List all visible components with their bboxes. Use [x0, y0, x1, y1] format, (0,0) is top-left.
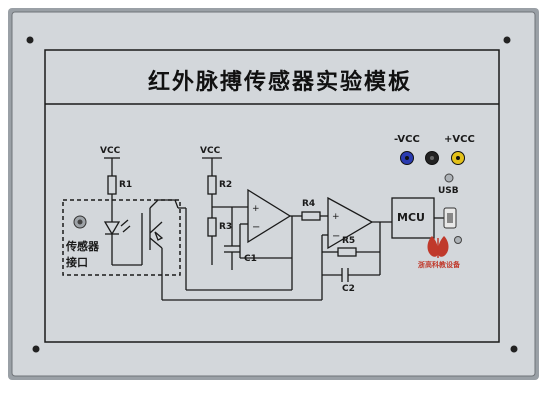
sensor-socket-pin	[77, 219, 83, 225]
r5-label: R5	[342, 236, 356, 246]
usb-led	[444, 173, 454, 183]
screw-bottom-left	[32, 345, 40, 353]
usb-screw	[454, 236, 462, 244]
svg-text:+: +	[252, 204, 260, 214]
r1-label: R1	[119, 180, 133, 190]
neg-vcc-label: -VCC	[394, 134, 420, 145]
pos-vcc-label: +VCC	[444, 134, 475, 145]
usb-label: USB	[438, 186, 459, 196]
brand-text: 浙高科教设备	[418, 261, 460, 269]
svg-text:−: −	[332, 231, 340, 242]
brand-logo-icon	[427, 236, 449, 258]
svg-text:−: −	[252, 222, 260, 233]
mcu-label: MCU	[397, 211, 425, 224]
sensor-port-label-line2: 接口	[66, 256, 88, 269]
screw-top-right	[503, 36, 511, 44]
sensor-port-label-line1: 传感器	[66, 240, 99, 253]
board-title: 红外脉搏传感器实验模板	[147, 70, 412, 95]
inner-outline	[44, 49, 500, 343]
r4-label: R4	[302, 199, 316, 209]
vcc-label-2: VCC	[200, 146, 221, 156]
op-amp-signs: + − + −	[252, 204, 340, 242]
r3-label: R3	[219, 222, 233, 232]
r2-label: R2	[219, 180, 233, 190]
vcc-label-1: VCC	[100, 146, 121, 156]
c1-label: C1	[244, 254, 257, 264]
screw-bottom-right	[510, 345, 518, 353]
board-panel	[11, 11, 536, 377]
circuit-wires	[62, 157, 444, 301]
usb-port-slot	[447, 213, 453, 223]
svg-text:+: +	[332, 212, 340, 222]
c2-label: C2	[342, 284, 355, 294]
screw-top-left	[26, 36, 34, 44]
